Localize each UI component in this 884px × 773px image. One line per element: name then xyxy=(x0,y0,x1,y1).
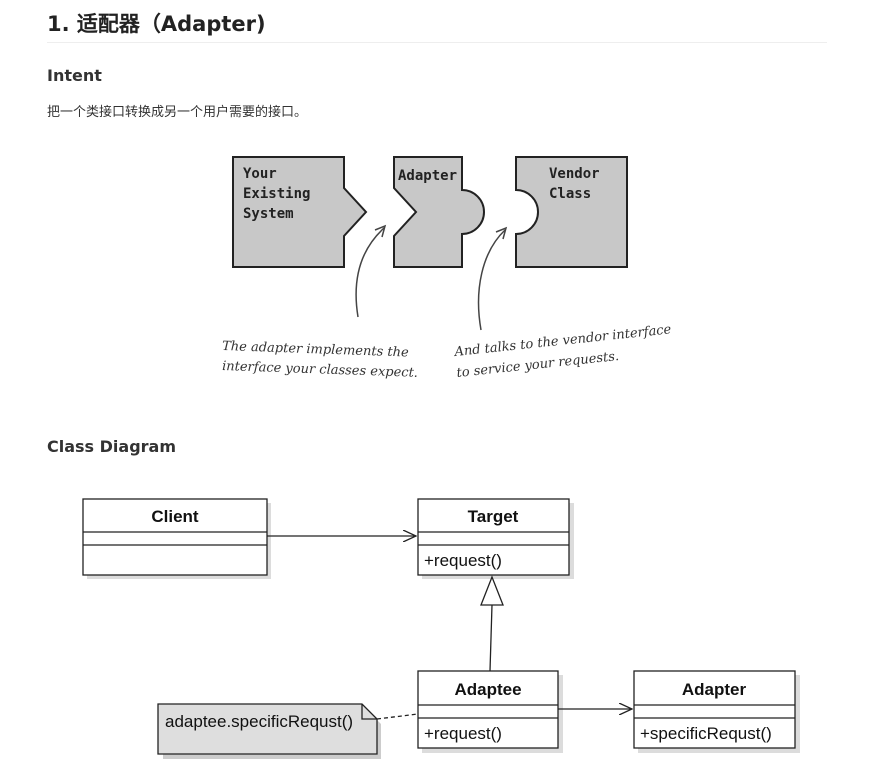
adapter-class-name: Adapter xyxy=(682,680,747,699)
generalization-triangle xyxy=(480,575,504,606)
intent-heading: Intent xyxy=(47,66,102,85)
your-system-label-2: Existing xyxy=(243,186,310,202)
vendor-block xyxy=(515,156,628,268)
adaptee-class: Adaptee +request() xyxy=(417,670,563,753)
arrow-right-head xyxy=(495,226,508,240)
client-class-name: Client xyxy=(151,507,199,526)
target-class-method: +request() xyxy=(424,551,502,570)
vendor-label-1: Vendor xyxy=(549,166,600,182)
adapter-intent-figure: Your Existing System Adapter Vendor Clas… xyxy=(222,156,672,381)
your-system-block xyxy=(232,156,368,268)
client-class: Client xyxy=(82,498,271,579)
your-system-label-1: Your xyxy=(243,166,277,182)
adapter-class-method: +specificRequst() xyxy=(640,724,772,743)
target-class-name: Target xyxy=(468,507,519,526)
note-connector xyxy=(376,713,419,720)
page-title: 1. 适配器（Adapter) xyxy=(47,8,827,43)
adapter-block xyxy=(393,156,485,268)
adapter-piece-label: Adapter xyxy=(398,168,457,184)
note-text: adaptee.specificRequst() xyxy=(165,712,353,731)
arrow-right xyxy=(477,229,506,331)
note-left-line-2: interface your classes expect. xyxy=(222,359,418,381)
arrow-left xyxy=(355,227,385,318)
your-system-label-3: System xyxy=(243,206,294,222)
adapter-class: Adapter +specificRequst() xyxy=(633,670,800,753)
adaptee-class-name: Adaptee xyxy=(454,680,521,699)
note-left-line-1: The adapter implements the xyxy=(222,339,409,361)
intent-text: 把一个类接口转换成另一个用户需要的接口。 xyxy=(47,105,308,120)
adaptee-class-method: +request() xyxy=(424,724,502,743)
target-class: Target +request() xyxy=(417,498,574,579)
class-diagram-heading: Class Diagram xyxy=(47,437,177,456)
arrow-left-head xyxy=(374,224,387,238)
adaptee-target-generalization xyxy=(489,604,493,672)
vendor-label-2: Class xyxy=(549,186,591,202)
uml-class-diagram: Client Target +request() Adaptee +reques… xyxy=(82,498,800,759)
adaptee-note: adaptee.specificRequst() xyxy=(157,703,381,759)
